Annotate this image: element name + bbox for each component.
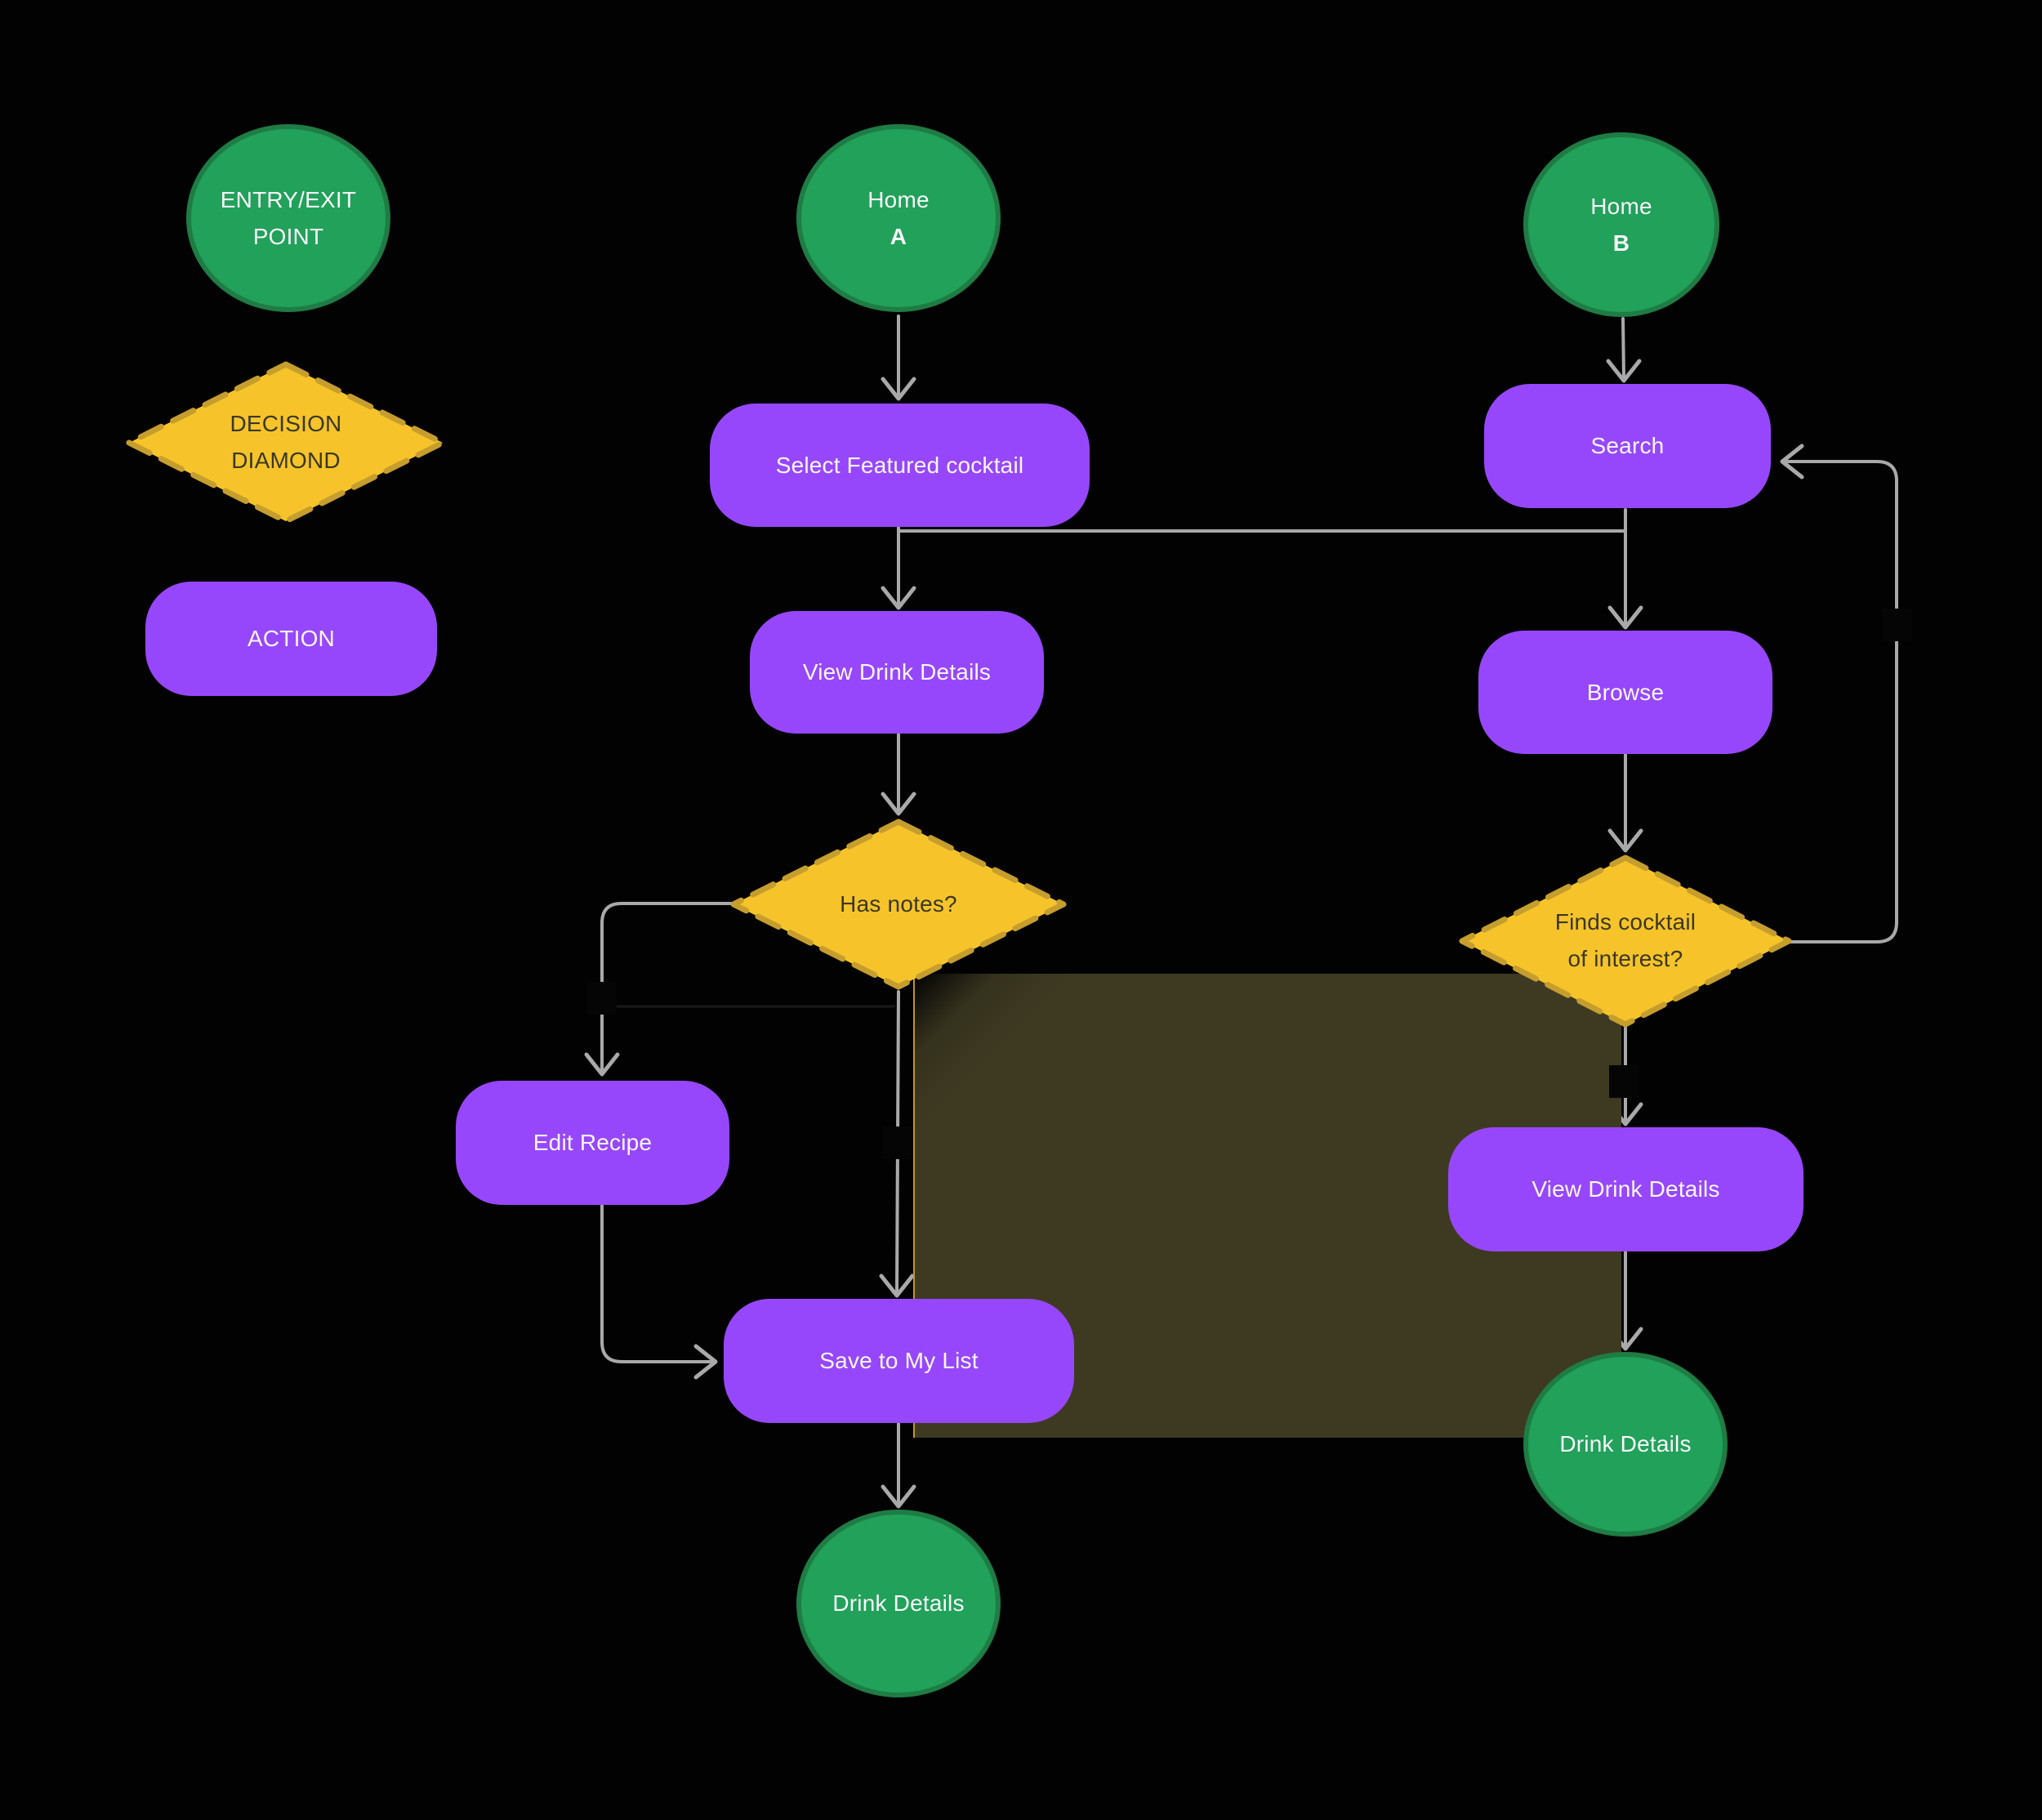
node-drink-details-b[interactable]: Drink Details [1523,1352,1728,1537]
view-drink-details-a-label: View Drink Details [802,659,992,685]
arrowhead-down-icon [881,792,916,816]
node-edit-recipe[interactable]: Edit Recipe [456,1081,729,1205]
legend-action-label: ACTION [247,626,335,651]
node-save-to-my-list[interactable]: Save to My List [724,1299,1074,1423]
node-home-a[interactable]: Home A [796,124,1001,312]
node-search[interactable]: Search [1484,384,1771,508]
finds-cocktail-label: Finds cocktail of interest? [1555,904,1696,978]
edge-hasnotes-editrecipe [600,902,733,1073]
legend-action-node[interactable]: ACTION [145,582,437,696]
search-label: Search [1590,433,1665,458]
edge-label-box [882,1126,912,1159]
home-b-variant: B [1612,230,1630,256]
arrowhead-right-icon [693,1344,718,1380]
arrowhead-down-icon [1607,605,1643,630]
arrowhead-down-icon [584,1052,620,1077]
legend-entry-exit-label: ENTRY/EXIT POINT [220,186,357,249]
arrowhead-down-icon [879,1274,915,1298]
arrowhead-down-icon [881,586,916,610]
edge-editrecipe-save [600,1204,714,1363]
decision-diamond-shape [730,819,1067,990]
legend-decision-node[interactable]: DECISION DIAMOND [123,358,449,528]
edge-homeB-search [1621,317,1625,379]
edge-label-box [1609,1065,1639,1098]
edge-finds-search-loop [1784,460,1898,943]
browse-label: Browse [1586,679,1665,705]
legend-decision-label: DECISION DIAMOND [230,411,342,473]
node-finds-cocktail-decision[interactable]: Finds cocktail of interest? [1456,851,1795,1031]
drink-details-b-label: Drink Details [1559,1431,1692,1457]
home-a-title: Home [867,186,930,212]
select-featured-label: Select Featured cocktail [775,452,1024,478]
legend-entry-exit-node[interactable]: ENTRY/EXIT POINT [186,124,390,312]
node-browse[interactable]: Browse [1478,631,1772,754]
arrowhead-left-icon [1780,444,1804,480]
decision-diamond-shape [1459,854,1792,1028]
finds-cocktail-line1: Finds cocktail [1554,909,1696,935]
arrowhead-down-icon [881,1484,916,1509]
node-view-drink-details-a[interactable]: View Drink Details [750,611,1044,734]
arrowhead-down-icon [881,377,916,401]
view-drink-details-b-label: View Drink Details [1532,1176,1720,1202]
decision-diamond-shape [126,361,446,524]
node-select-featured-cocktail[interactable]: Select Featured cocktail [710,404,1090,527]
node-view-drink-details-b[interactable]: View Drink Details [1448,1127,1803,1251]
edge-label-box [1882,609,1911,641]
edge-label-box [587,982,617,1015]
arrowhead-down-icon [1607,828,1643,853]
drink-details-a-label: Drink Details [832,1590,965,1617]
home-a-variant: A [889,224,907,249]
node-home-b[interactable]: Home B [1523,132,1719,317]
home-b-title: Home [1590,193,1652,219]
node-drink-details-a[interactable]: Drink Details [796,1510,1001,1697]
finds-cocktail-line2: of interest? [1567,946,1683,971]
has-notes-label: Has notes? [840,890,957,917]
edit-recipe-label: Edit Recipe [533,1130,653,1155]
save-to-my-list-label: Save to My List [819,1348,979,1373]
node-has-notes-decision[interactable]: Has notes? [727,815,1070,993]
arrowhead-down-icon [1606,359,1642,383]
